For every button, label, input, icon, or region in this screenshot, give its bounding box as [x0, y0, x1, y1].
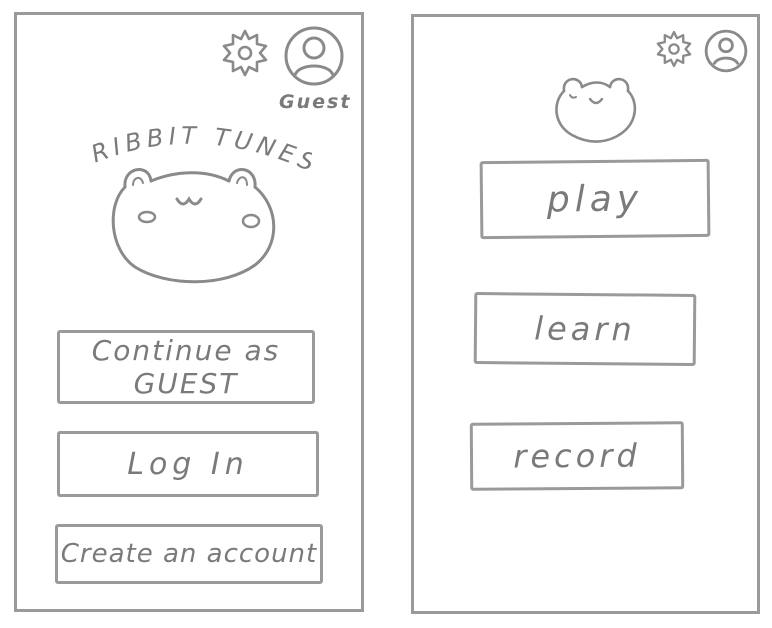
continue-as-guest-button[interactable]: Continue as GUEST: [57, 330, 315, 404]
frog-mascot-icon: [550, 69, 642, 149]
play-button[interactable]: play: [479, 158, 711, 240]
frog-mascot-icon: [105, 155, 285, 299]
settings-gear-icon[interactable]: [654, 29, 694, 69]
profile-avatar-icon[interactable]: [283, 25, 345, 87]
profile-guest-label: Guest: [279, 91, 352, 113]
record-button[interactable]: record: [469, 421, 685, 491]
main-menu-screen: play learn record: [411, 14, 760, 614]
welcome-screen: Guest RIBBIT TUNES Continue as GUEST Log…: [14, 12, 364, 612]
create-account-button[interactable]: Create an account: [55, 524, 323, 584]
profile-avatar-icon[interactable]: [704, 29, 748, 73]
settings-gear-icon[interactable]: [219, 27, 271, 79]
app-title: RIBBIT TUNES: [87, 125, 312, 179]
learn-button[interactable]: learn: [473, 292, 697, 366]
log-in-button[interactable]: Log In: [57, 431, 319, 497]
